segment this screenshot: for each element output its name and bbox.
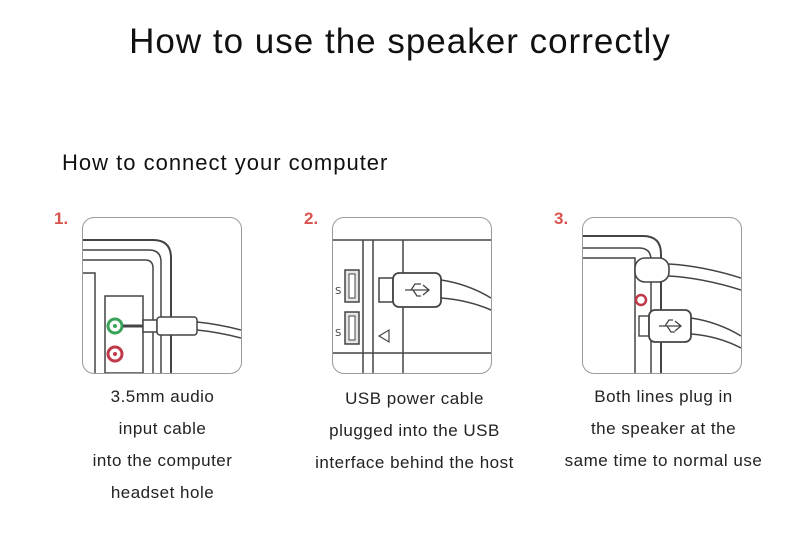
caption-line: Both lines plug in	[594, 387, 733, 406]
caption-line: plugged into the USB	[329, 421, 500, 440]
page-title: How to use the speaker correctly	[129, 22, 671, 61]
step-2: 2. S S USB power cable plugg	[302, 205, 552, 505]
caption-line: same time to normal use	[564, 451, 763, 470]
caption-line: the speaker at the	[590, 419, 737, 438]
step-1: 1. 3.5mm audio input cable into the comp…	[50, 205, 300, 505]
step-number: 3.	[554, 209, 569, 228]
svg-text:S: S	[335, 286, 341, 297]
step-number: 1.	[54, 209, 69, 228]
step-caption: Both lines plug in the speaker at the sa…	[546, 381, 781, 477]
step-number: 2.	[304, 209, 319, 228]
caption-line: headset hole	[110, 483, 215, 502]
audio-jack-illustration	[82, 217, 242, 374]
caption-line: input cable	[118, 419, 207, 438]
caption-line: 3.5mm audio	[110, 387, 215, 406]
step-3: 3. Both lines plug in the speaker at the…	[552, 205, 800, 505]
step-caption: USB power cable plugged into the USB int…	[302, 383, 527, 479]
usb-port-illustration: S S	[332, 217, 492, 374]
step-caption: 3.5mm audio input cable into the compute…	[50, 381, 275, 509]
caption-line: USB power cable	[345, 389, 484, 408]
both-plugs-illustration	[582, 217, 742, 374]
caption-line: into the computer	[92, 451, 233, 470]
caption-line: interface behind the host	[315, 453, 514, 472]
section-subtitle: How to connect your computer	[62, 150, 389, 175]
dual-plug-icon	[583, 235, 741, 373]
svg-text:S: S	[335, 328, 341, 339]
audio-plug-icon	[83, 239, 241, 373]
usb-plug-icon: S S	[333, 239, 491, 373]
